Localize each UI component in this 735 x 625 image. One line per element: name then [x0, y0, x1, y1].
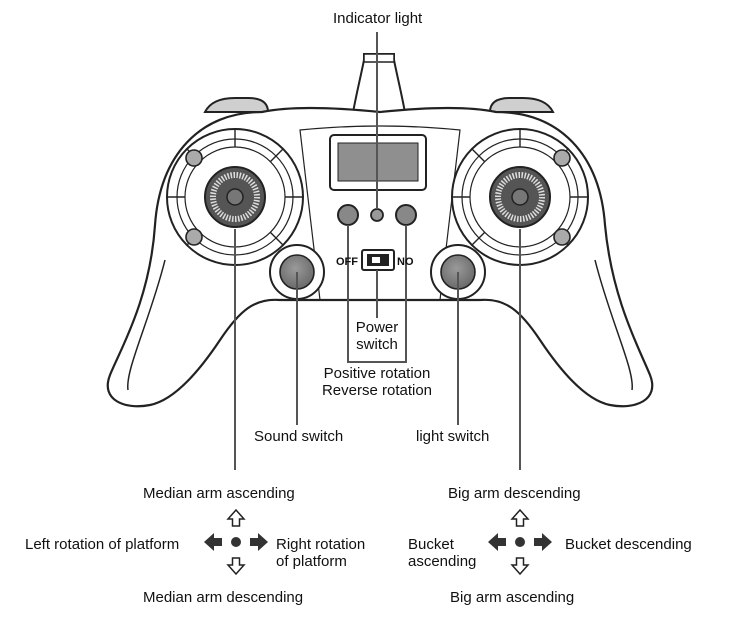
right-stick-left-label: Bucket ascending [408, 536, 476, 570]
sound-switch-label: Sound switch [254, 428, 344, 445]
power-switch[interactable] [361, 249, 395, 271]
left-stick-down-label: Median arm descending [143, 589, 304, 606]
indicator-light-label: Indicator light [333, 10, 423, 27]
left-stick-left-label: Left rotation of platform [25, 536, 180, 553]
antenna [350, 53, 408, 119]
left-stick-right-label: Right rotation of platform [276, 536, 365, 570]
center-dot-icon [231, 537, 241, 547]
arrow-up-outline-icon [226, 508, 246, 527]
right-stick-left-label-line1: Bucket [408, 536, 454, 553]
arrow-left-icon [488, 533, 506, 551]
indicator-led [370, 208, 384, 222]
light-switch-label: light switch [416, 428, 490, 445]
right-stick-right-label: Bucket descending [565, 536, 692, 553]
reverse-rotation-button[interactable] [395, 204, 417, 226]
left-stick-up-label: Median arm ascending [143, 485, 295, 502]
left-stick-right-label-line1: Right rotation [276, 536, 366, 553]
center-dot-icon [515, 537, 525, 547]
left-stick-right-label-line2: of platform [276, 553, 347, 570]
power-switch-label: Power switch [340, 319, 414, 353]
positive-rotation-label: Positive rotation [323, 365, 431, 382]
positive-rotation-button[interactable] [337, 204, 359, 226]
left-direction-pad [204, 508, 268, 576]
rotation-label: Positive rotation Reverse rotation [305, 365, 449, 399]
right-stick[interactable] [451, 128, 589, 266]
power-switch-label-line2: switch [356, 336, 398, 353]
switch-off-label: OFF [336, 256, 358, 268]
arrow-left-icon [204, 533, 222, 551]
arrow-down-outline-icon [510, 557, 530, 576]
power-switch-label-line1: Power [355, 319, 399, 336]
right-stick-left-label-line2: ascending [408, 553, 477, 570]
right-direction-pad [488, 508, 552, 576]
shoulder-buttons [203, 97, 555, 113]
arrow-down-outline-icon [226, 557, 246, 576]
right-stick-up-label: Big arm descending [448, 485, 581, 502]
right-stick-down-label: Big arm ascending [450, 589, 575, 606]
arrow-right-icon [534, 533, 552, 551]
switch-on-label: NO [397, 256, 414, 268]
leader-lines [234, 32, 521, 470]
arrow-up-outline-icon [510, 508, 530, 527]
reverse-rotation-label: Reverse rotation [321, 382, 433, 399]
arrow-right-icon [250, 533, 268, 551]
